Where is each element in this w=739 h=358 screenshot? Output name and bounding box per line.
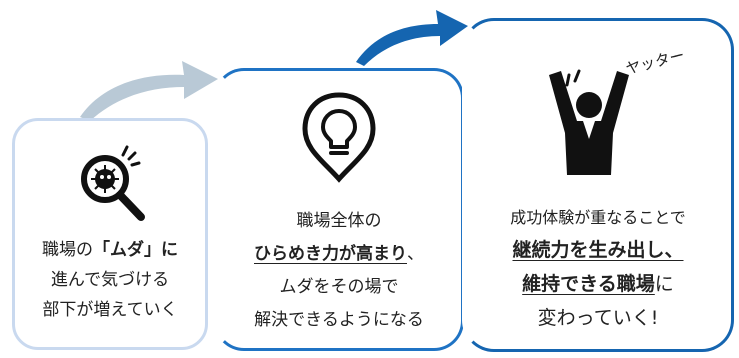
progress-arrow-dark-icon xyxy=(356,10,468,66)
step-card-3: ヤッター 成功体験が重なることで 継続力を生み出し、 維持できる職場に 変わって… xyxy=(462,18,734,352)
step-1-line-1: 職場の「ムダ」に xyxy=(42,240,178,260)
step-card-1: 職場の「ムダ」に 進んで気づける 部下が増えていく xyxy=(12,118,208,350)
step-2-line-1: 職場全体の xyxy=(296,211,382,231)
progress-arrow-light-icon xyxy=(80,61,218,121)
step-2-line-2: ひらめき力が高まり、 xyxy=(254,244,424,264)
magnifier-bug-icon xyxy=(81,145,145,221)
step-3-line-4: 変わっていく! xyxy=(537,307,659,329)
step-3-text: 成功体験が重なることで 継続力を生み出し、 維持できる職場に 変わっていく! xyxy=(465,201,731,335)
step-2-line-4: 解決できるようになる xyxy=(254,310,424,330)
step-3-line-2: 継続力を生み出し、 xyxy=(512,239,684,261)
step-3-line-3: 維持できる職場に xyxy=(522,273,674,295)
step-1-line-3: 部下が増えていく xyxy=(42,300,178,320)
exclamation-text: ヤッター xyxy=(623,45,687,78)
cheering-person-icon xyxy=(549,69,629,175)
step-2-line-3: ムダをその場で xyxy=(279,277,399,297)
step-card-2: 職場全体の ひらめき力が高まり、 ムダをその場で 解決できるようになる xyxy=(214,68,464,351)
step-2-text: 職場全体の ひらめき力が高まり、 ムダをその場で 解決できるようになる xyxy=(217,205,461,337)
lightbulb-icon xyxy=(302,92,376,183)
step-1-line-2: 進んで気づける xyxy=(50,270,170,290)
step-3-line-1: 成功体験が重なることで xyxy=(510,208,686,227)
step-1-text: 職場の「ムダ」に 進んで気づける 部下が増えていく xyxy=(15,235,205,325)
